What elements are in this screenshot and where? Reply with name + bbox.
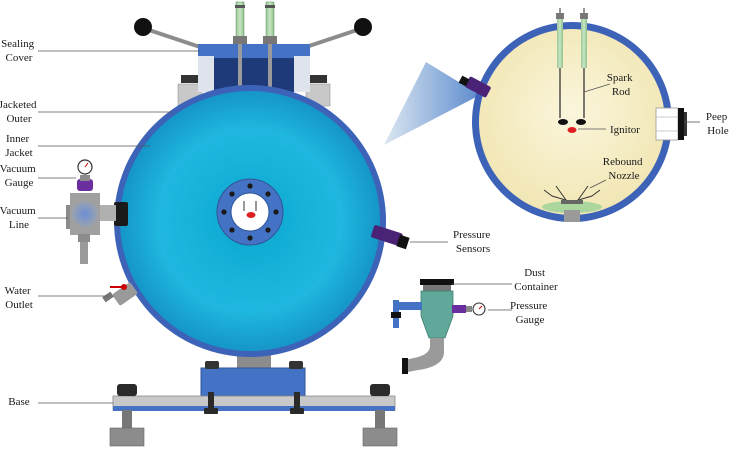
- vessel-sphere: [114, 85, 386, 357]
- label-peep-hole: Peep Hole: [706, 111, 730, 137]
- labels: Sealing Cover Jacketed Outer Inner Jacke…: [0, 38, 730, 408]
- base-foot-right: [362, 384, 398, 447]
- inner-detail-view: [458, 8, 687, 222]
- label-water-outlet: Water Outlet: [5, 285, 34, 311]
- label-rebound-nozzle: Rebound Nozzle: [603, 156, 645, 182]
- sealing-cover: [134, 1, 372, 107]
- rebound-nozzle: [542, 185, 602, 222]
- spark-rod-right: [576, 8, 588, 125]
- ignitor-dot: [567, 127, 577, 133]
- electrode-left: [233, 1, 247, 90]
- vacuum-assembly: [66, 159, 128, 264]
- label-vacuum-line: Vacuum Line: [0, 205, 38, 231]
- dust-container-assembly: [391, 279, 486, 374]
- label-vacuum-gauge: Vacuum Gauge: [0, 163, 38, 189]
- pressure-sensor: [371, 225, 410, 250]
- label-ignitor: Ignitor: [610, 124, 640, 136]
- viewing-window: [216, 178, 284, 246]
- base-plate: [200, 367, 306, 397]
- electrode-right: [263, 1, 277, 90]
- label-dust-container: Dust Container: [514, 267, 558, 293]
- base-foot-left: [109, 384, 145, 447]
- water-outlet-valve: [102, 282, 138, 306]
- label-base: Base: [8, 396, 30, 408]
- label-pressure-sensors: Pressure Sensors: [453, 229, 493, 255]
- label-pressure-gauge: Pressure Gauge: [510, 300, 550, 326]
- spark-rod-left: [556, 8, 568, 125]
- peep-hole: [655, 107, 687, 141]
- zoom-beam: [384, 62, 480, 145]
- label-inner-jacket: Inner Jacket: [5, 133, 32, 159]
- label-sealing-cover: Sealing Cover: [1, 38, 37, 64]
- label-jacketed-outer: Jacketed Outer: [0, 99, 39, 125]
- leader-lines: [38, 50, 700, 404]
- label-spark-rod: Spark Rod: [607, 72, 635, 98]
